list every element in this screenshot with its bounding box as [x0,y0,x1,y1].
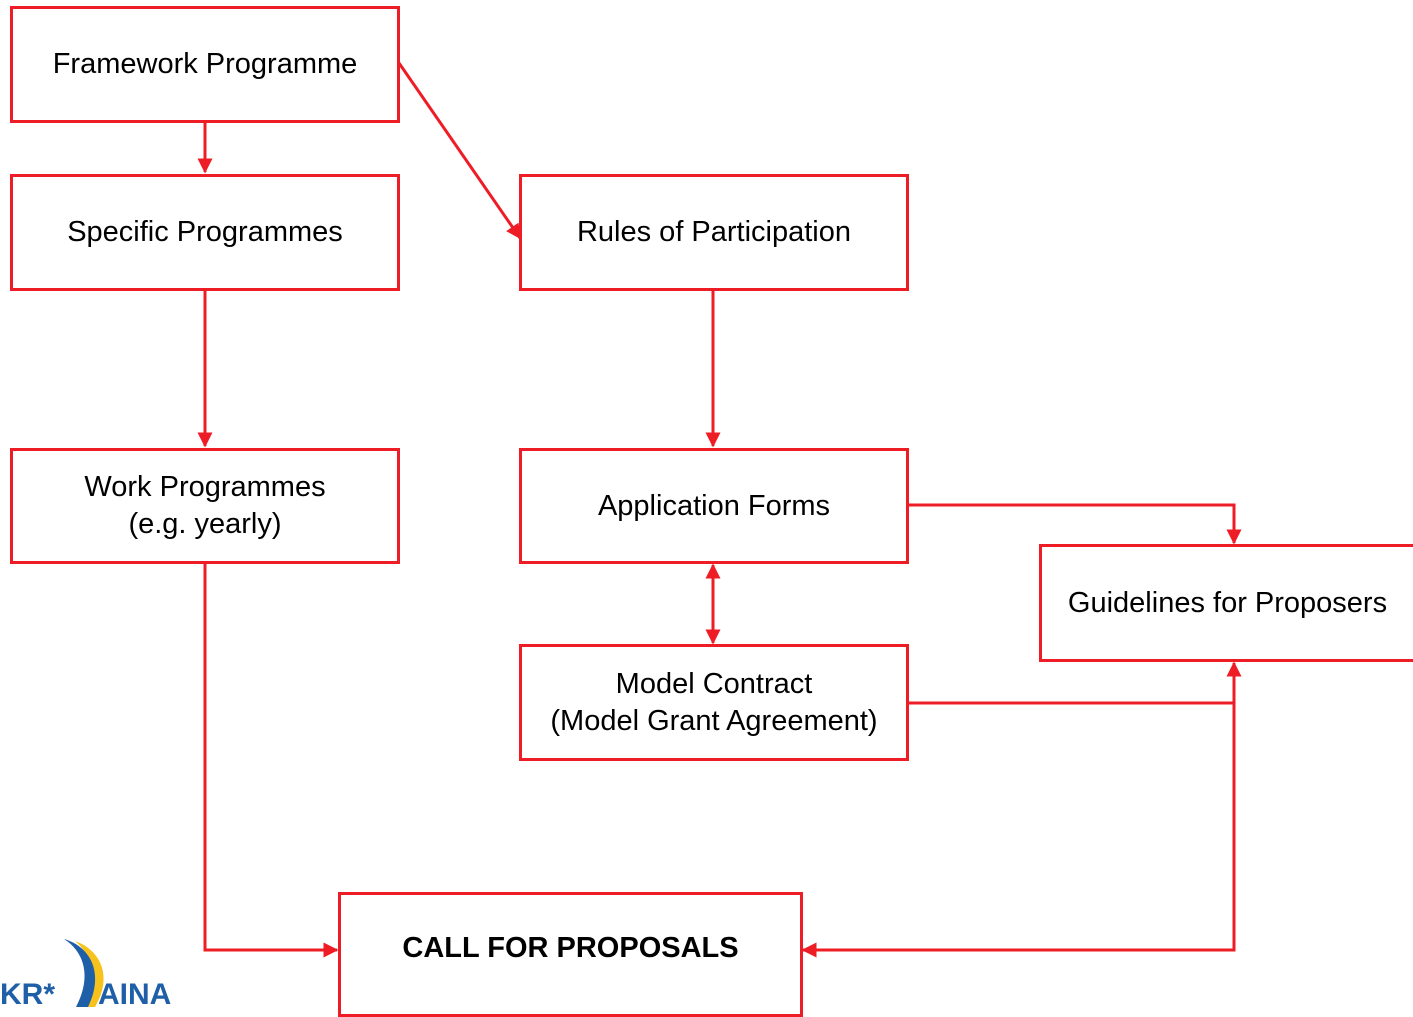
node-sublabel: (Model Grant Agreement) [550,704,878,737]
edge-framework-to-rules [397,62,522,240]
edge-application-to-guidelines [906,503,1242,545]
logo-swoosh-yellow [75,941,104,1007]
logo-text-left: KR* [0,978,55,1011]
node-label: Specific Programmes [67,216,343,248]
node-label: Application Forms [597,489,831,522]
logo-swoosh-blue [64,939,96,1007]
node-sublabel: (e.g. yearly) [128,508,282,540]
logo: KR* AINA [0,935,180,1015]
edge-work-to-call [203,562,339,958]
logo-graphic: KR* AINA [0,939,171,1011]
node-label: Framework Programme [52,48,358,80]
node-work-programmes: Work Programmes (e.g. yearly) [10,448,400,564]
node-label: CALL FOR PROPOSALS [402,932,739,964]
node-guidelines-for-proposers: Guidelines for Proposers [1039,544,1413,662]
node-label: Rules of Participation [576,216,852,248]
node-call-for-proposals: CALL FOR PROPOSALS [338,892,803,1017]
node-label: Model Contract [615,667,813,700]
node-specific-programmes: Specific Programmes [10,174,400,291]
edge-guidelines-call [801,661,1242,958]
node-label: Work Programmes [84,471,326,503]
node-rules-of-participation: Rules of Participation [519,174,909,291]
node-application-forms: Application Forms [519,448,909,564]
node-model-contract: Model Contract (Model Grant Agreement) [519,644,909,761]
node-framework-programme: Framework Programme [10,6,400,123]
logo-text-right: AINA [98,978,171,1011]
node-label: Guidelines for Proposers [1067,586,1388,619]
